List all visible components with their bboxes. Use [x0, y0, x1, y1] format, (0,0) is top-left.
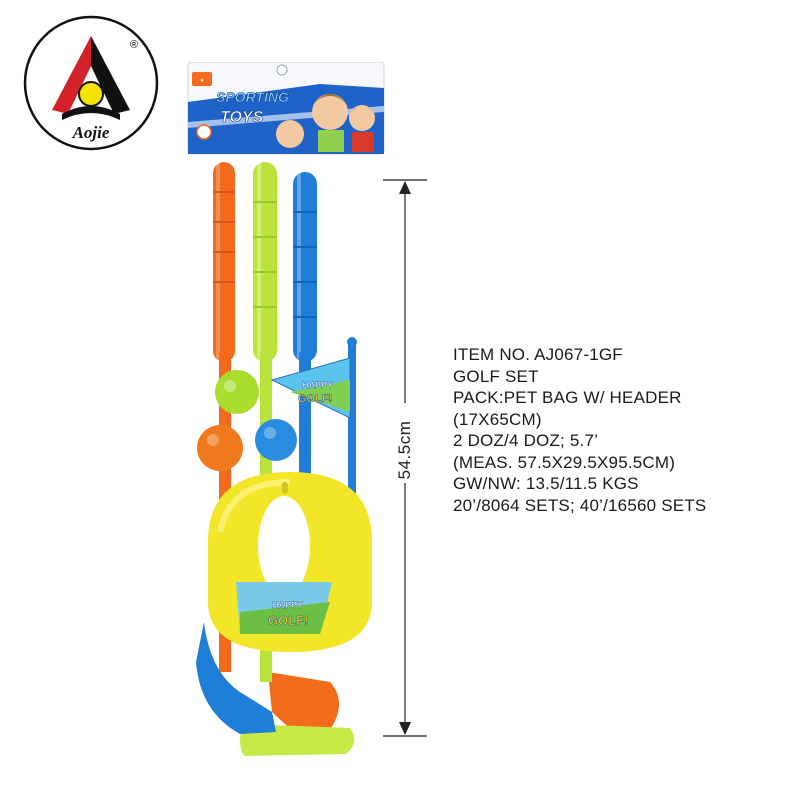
spec-container-load: 20’/8064 SETS; 40’/16560 SETS — [453, 495, 707, 515]
header-title-line-1: SPORTING — [216, 89, 289, 105]
height-dimension-label: 54.5cm — [395, 420, 414, 480]
spec-quantity-volume: 2 DOZ/4 DOZ; 5.7’ — [453, 431, 599, 450]
spec-packing: PACK:PET BAG W/ HEADER — [453, 388, 682, 407]
spec-weight: GW/NW: 13.5/11.5 KGS — [453, 474, 639, 493]
flag-text-line-2: GOLF! — [298, 393, 332, 405]
blue-golf-ball — [255, 419, 297, 461]
green-golf-ball — [215, 370, 259, 414]
spec-carton-measurement: (MEAS. 57.5X29.5X95.5CM) — [453, 452, 676, 472]
product-spec-block: ITEM NO. AJ067-1GF GOLF SET PACK:PET BAG… — [453, 344, 793, 516]
yellow-putting-base: HAPPY GOLF! — [208, 472, 372, 652]
aojie-logo: ® Aojie — [23, 15, 159, 151]
spec-product-name: GOLF SET — [453, 366, 539, 386]
spec-item-number: ITEM NO. AJ067-1GF — [453, 345, 623, 364]
brand-name: Aojie — [72, 123, 110, 142]
base-text-line-2: GOLF! — [268, 613, 308, 628]
base-text-line-1: HAPPY — [272, 600, 303, 610]
svg-text:★: ★ — [200, 78, 205, 84]
golf-set-product-image: ★ SPORTING TOYS HAPPY GOLF! — [187, 62, 385, 756]
spec-bag-size: (17X65CM) — [453, 409, 542, 429]
header-card: ★ SPORTING TOYS — [187, 62, 385, 155]
registered-mark: ® — [130, 39, 138, 51]
header-title-line-2: TOYS — [220, 109, 264, 126]
height-dimension-line — [383, 179, 427, 737]
flag-text-line-1: HAPPY — [302, 380, 333, 390]
orange-golf-ball — [197, 425, 243, 471]
